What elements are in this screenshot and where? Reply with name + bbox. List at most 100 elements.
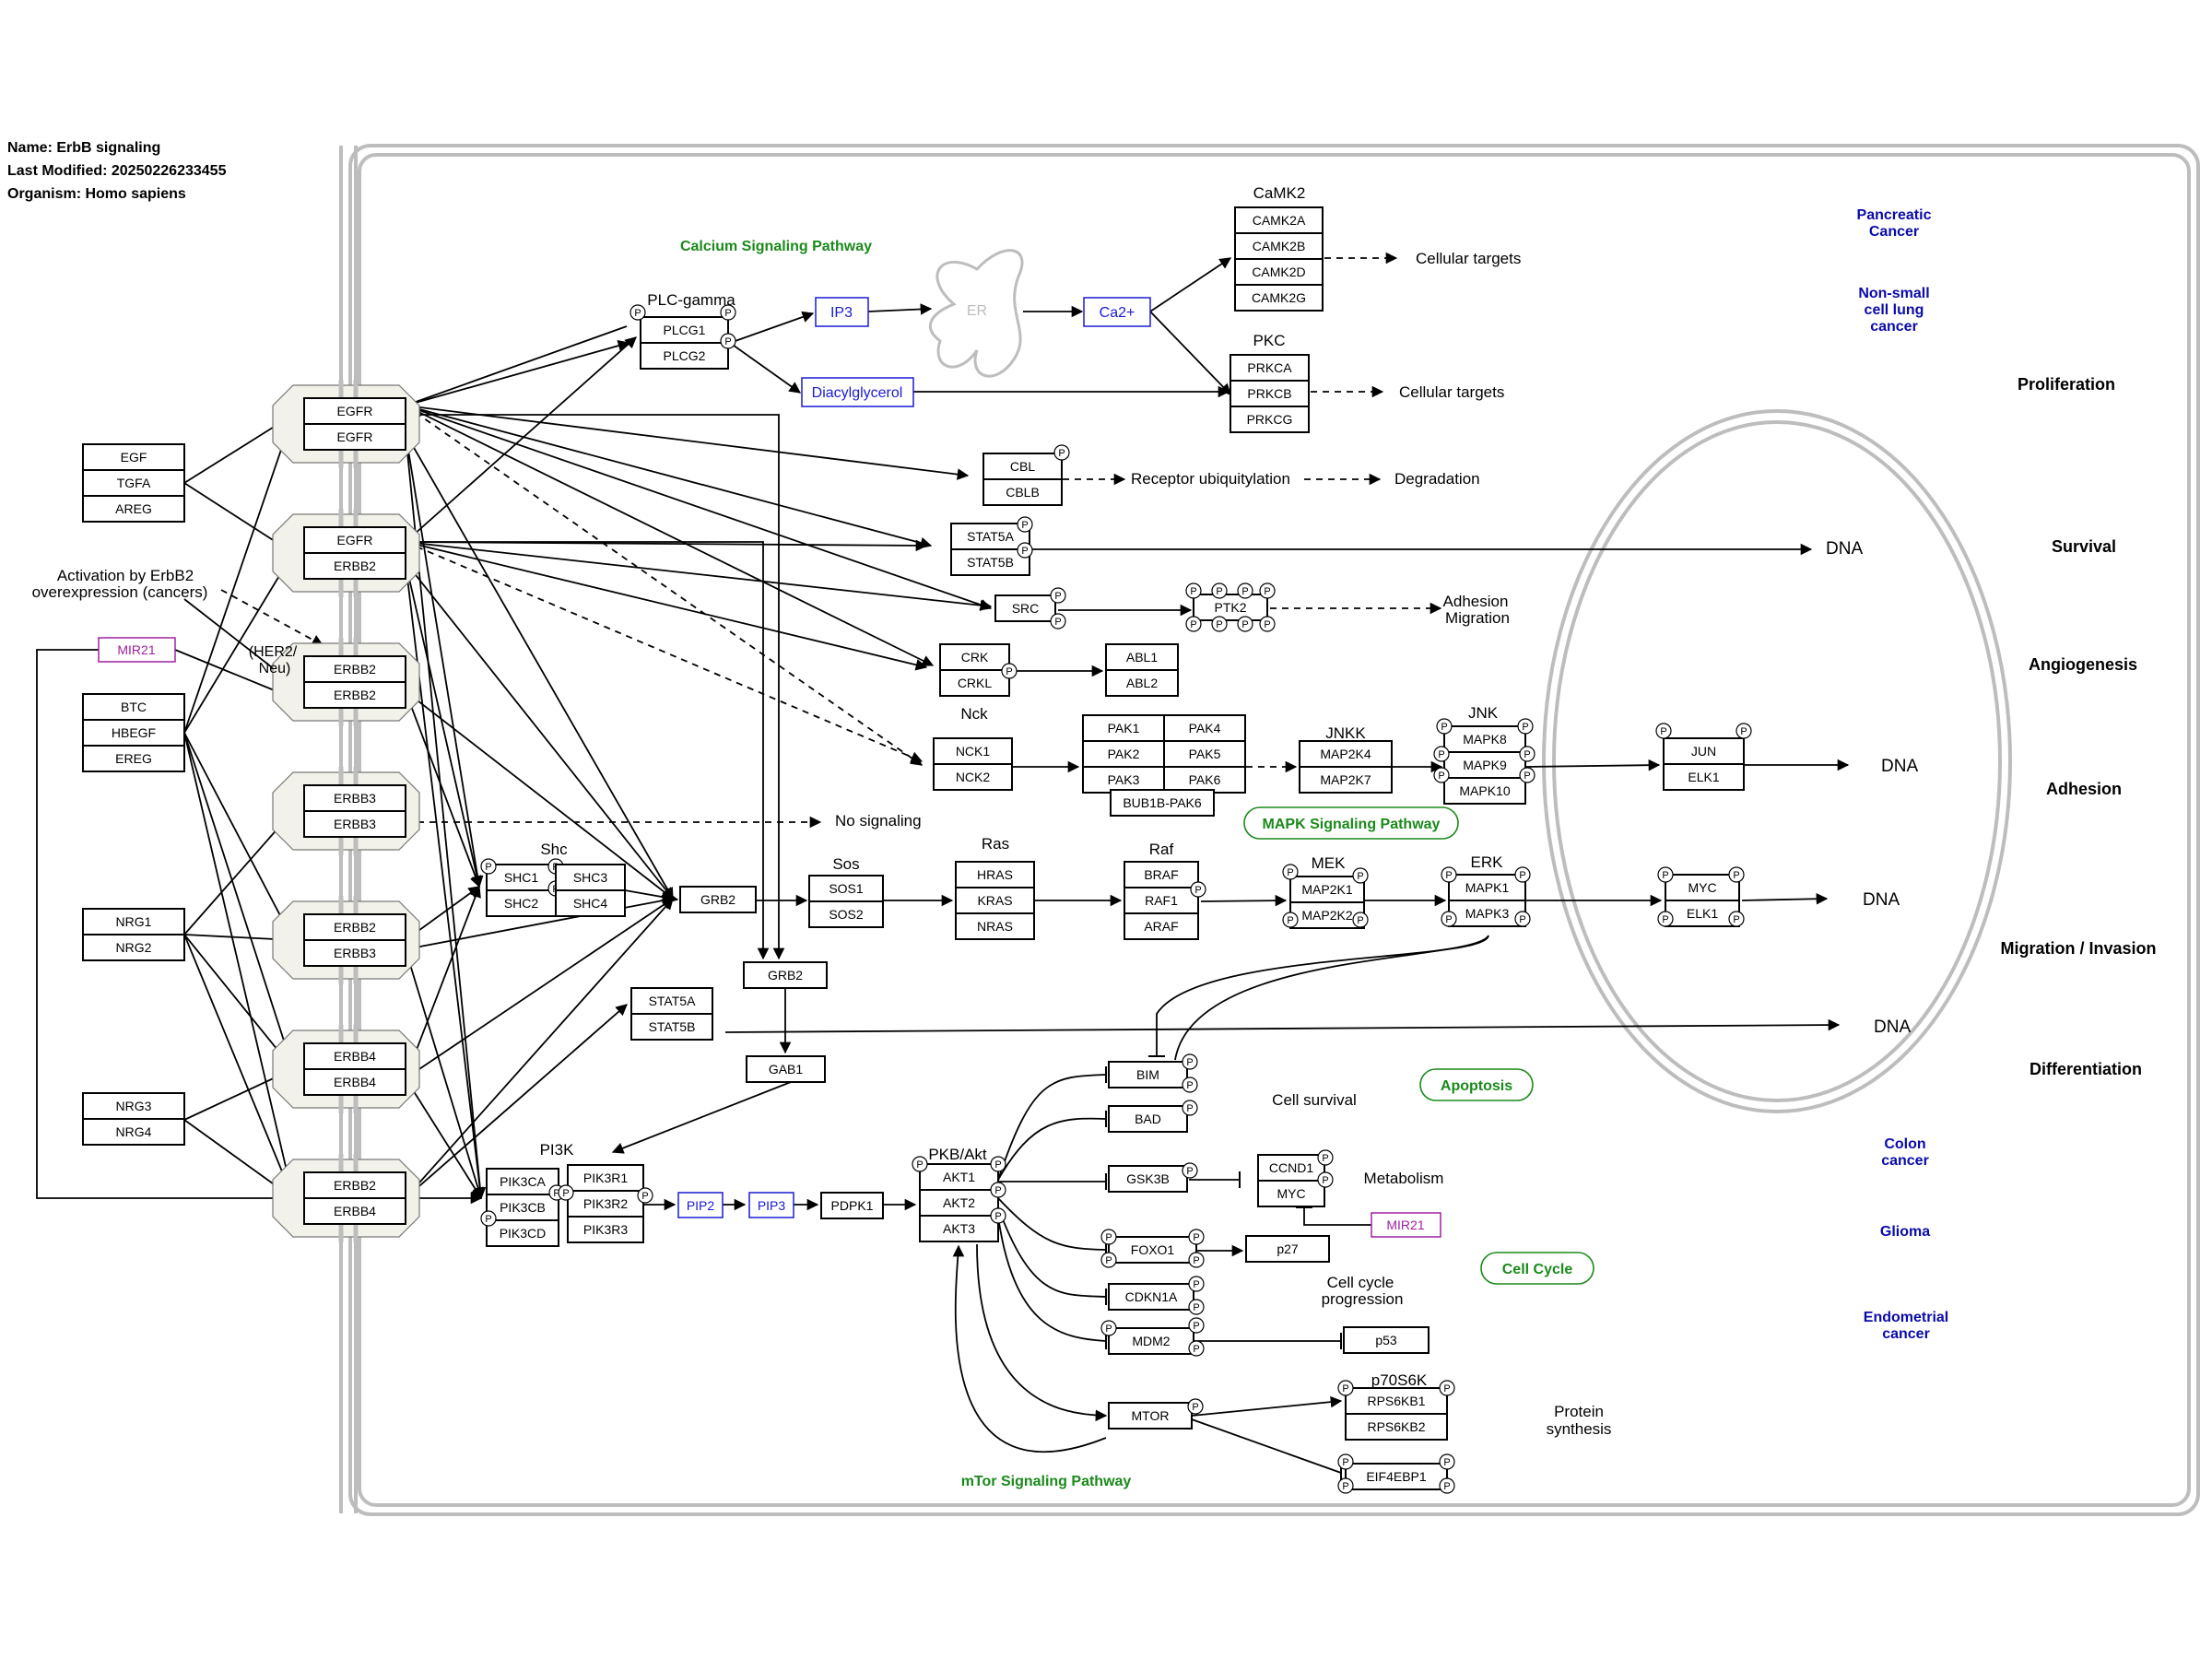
- metabolite-pip2[interactable]: PIP2: [677, 1192, 724, 1218]
- gene-product-nras[interactable]: NRAS: [955, 912, 1035, 940]
- mirna-mir21-right[interactable]: MIR21: [1371, 1212, 1441, 1238]
- ligand-nrg4[interactable]: NRG4: [82, 1118, 185, 1146]
- gene-product-mapk10[interactable]: MAPK10: [1443, 777, 1526, 805]
- gene-product-shc4[interactable]: SHC4: [555, 889, 626, 917]
- receptor-egfr[interactable]: EGFR: [303, 526, 406, 554]
- receptor-erbb4[interactable]: ERBB4: [303, 1197, 406, 1225]
- gene-product-mapk1[interactable]: MAPK1: [1448, 874, 1526, 901]
- gene-product-map2k2[interactable]: MAP2K2: [1289, 901, 1365, 929]
- disease-nsclc-line1[interactable]: Non-small: [1858, 286, 1929, 301]
- disease-nsclc-line2[interactable]: cell lung: [1865, 302, 1924, 318]
- gene-product-camk2g[interactable]: CAMK2G: [1234, 284, 1324, 312]
- gene-product-pak6[interactable]: PAK6: [1163, 766, 1246, 794]
- gene-product-raf1[interactable]: RAF1: [1124, 887, 1199, 914]
- disease-colon-line1[interactable]: Colon: [1884, 1136, 1925, 1152]
- gene-product-eif4ebp1[interactable]: EIF4EBP1: [1345, 1463, 1448, 1490]
- mtor-pathway-label[interactable]: mTor Signaling Pathway: [961, 1474, 1132, 1489]
- gene-product-mtor[interactable]: MTOR: [1108, 1402, 1193, 1430]
- gene-product-myc[interactable]: MYC: [1665, 874, 1740, 901]
- ligand-ereg[interactable]: EREG: [82, 745, 185, 772]
- gene-product-abl2[interactable]: ABL2: [1105, 669, 1179, 697]
- gene-product-pak3[interactable]: PAK3: [1082, 766, 1165, 794]
- gene-product-prkca[interactable]: PRKCA: [1230, 354, 1310, 382]
- gene-product-ccnd1[interactable]: CCND1: [1257, 1154, 1325, 1182]
- gene-product-bub1b-pak6[interactable]: BUB1B-PAK6: [1110, 789, 1215, 817]
- gene-product-myc[interactable]: MYC: [1257, 1180, 1325, 1207]
- gene-product-pik3ca[interactable]: PIK3CA: [486, 1168, 559, 1195]
- gene-product-elk1[interactable]: ELK1: [1665, 900, 1740, 927]
- receptor-erbb2[interactable]: ERBB2: [303, 552, 406, 580]
- disease-colon-line2[interactable]: cancer: [1881, 1153, 1929, 1169]
- gene-product-elk1[interactable]: ELK1: [1663, 763, 1745, 791]
- gene-product-cbl[interactable]: CBL: [982, 453, 1063, 480]
- gene-product-rps6kb1[interactable]: RPS6KB1: [1345, 1387, 1448, 1415]
- gene-product-hras[interactable]: HRAS: [955, 861, 1035, 888]
- ligand-nrg2[interactable]: NRG2: [82, 934, 185, 961]
- mirna-mir21-left[interactable]: MIR21: [98, 637, 176, 663]
- gene-product-pik3r1[interactable]: PIK3R1: [567, 1164, 644, 1192]
- gene-product-bad[interactable]: BAD: [1108, 1105, 1188, 1133]
- gene-product-gsk3b[interactable]: GSK3B: [1108, 1165, 1188, 1193]
- metabolite-diacylglycerol[interactable]: Diacylglycerol: [801, 377, 914, 407]
- gene-product-shc3[interactable]: SHC3: [555, 864, 626, 891]
- gene-product-p27[interactable]: p27: [1245, 1235, 1330, 1263]
- gene-product-prkcb[interactable]: PRKCB: [1230, 380, 1310, 407]
- gene-product-prkcg[interactable]: PRKCG: [1230, 406, 1310, 433]
- gene-product-araf[interactable]: ARAF: [1124, 912, 1199, 940]
- gene-product-map2k4[interactable]: MAP2K4: [1299, 740, 1393, 768]
- ligand-btc[interactable]: BTC: [82, 693, 185, 721]
- apoptosis-label[interactable]: Apoptosis: [1441, 1078, 1512, 1094]
- mapk-pathway-label[interactable]: MAPK Signaling Pathway: [1263, 817, 1441, 832]
- receptor-erbb4[interactable]: ERBB4: [303, 1042, 406, 1070]
- receptor-erbb2[interactable]: ERBB2: [303, 655, 406, 683]
- gene-product-mapk3[interactable]: MAPK3: [1448, 900, 1526, 927]
- disease-pancreatic-line2[interactable]: Cancer: [1869, 224, 1919, 240]
- gene-product-pik3cb[interactable]: PIK3CB: [486, 1194, 559, 1221]
- gene-product-abl1[interactable]: ABL1: [1105, 643, 1179, 671]
- gene-product-pik3r3[interactable]: PIK3R3: [567, 1216, 644, 1243]
- gene-product-sos2[interactable]: SOS2: [808, 900, 884, 928]
- gene-product-shc1[interactable]: SHC1: [486, 864, 557, 891]
- gene-product-foxo1[interactable]: FOXO1: [1108, 1236, 1197, 1264]
- gene-product-plcg1[interactable]: PLCG1: [640, 316, 729, 344]
- gene-product-sos1[interactable]: SOS1: [808, 875, 884, 902]
- gene-product-jun[interactable]: JUN: [1663, 737, 1745, 765]
- gene-product-stat5a[interactable]: STAT5A: [950, 523, 1030, 550]
- gene-product-src[interactable]: SRC: [994, 594, 1056, 622]
- gene-product-grb2[interactable]: GRB2: [743, 961, 828, 989]
- gene-product-nck2[interactable]: NCK2: [933, 763, 1013, 791]
- receptor-erbb3[interactable]: ERBB3: [303, 784, 406, 812]
- metabolite-ip3[interactable]: IP3: [815, 297, 869, 327]
- ligand-nrg1[interactable]: NRG1: [82, 908, 185, 935]
- gene-product-pik3r2[interactable]: PIK3R2: [567, 1190, 644, 1218]
- gene-product-rps6kb2[interactable]: RPS6KB2: [1345, 1413, 1448, 1441]
- metabolite-ca2[interactable]: Ca2+: [1083, 297, 1151, 327]
- gene-product-mapk8[interactable]: MAPK8: [1443, 725, 1526, 753]
- gene-product-bim[interactable]: BIM: [1108, 1061, 1188, 1088]
- receptor-erbb2[interactable]: ERBB2: [303, 1171, 406, 1199]
- gene-product-akt2[interactable]: AKT2: [919, 1189, 999, 1217]
- gene-product-plcg2[interactable]: PLCG2: [640, 342, 729, 370]
- gene-product-crkl[interactable]: CRKL: [939, 669, 1010, 697]
- gene-product-akt1[interactable]: AKT1: [919, 1163, 999, 1191]
- gene-product-stat5b[interactable]: STAT5B: [630, 1013, 713, 1041]
- calcium-pathway-label[interactable]: Calcium Signaling Pathway: [680, 239, 872, 254]
- disease-endometrial-line1[interactable]: Endometrial: [1864, 1310, 1948, 1325]
- gene-product-stat5b[interactable]: STAT5B: [950, 548, 1030, 576]
- receptor-erbb3[interactable]: ERBB3: [303, 939, 406, 967]
- disease-pancreatic-line1[interactable]: Pancreatic: [1857, 207, 1932, 223]
- gene-product-gab1[interactable]: GAB1: [746, 1055, 826, 1083]
- receptor-egfr[interactable]: EGFR: [303, 423, 406, 451]
- disease-nsclc-line3[interactable]: cancer: [1870, 319, 1918, 335]
- gene-product-mapk9[interactable]: MAPK9: [1443, 751, 1526, 779]
- gene-product-kras[interactable]: KRAS: [955, 887, 1035, 914]
- ligand-egf[interactable]: EGF: [82, 443, 185, 471]
- gene-product-braf[interactable]: BRAF: [1124, 861, 1199, 888]
- gene-product-pak5[interactable]: PAK5: [1163, 740, 1246, 768]
